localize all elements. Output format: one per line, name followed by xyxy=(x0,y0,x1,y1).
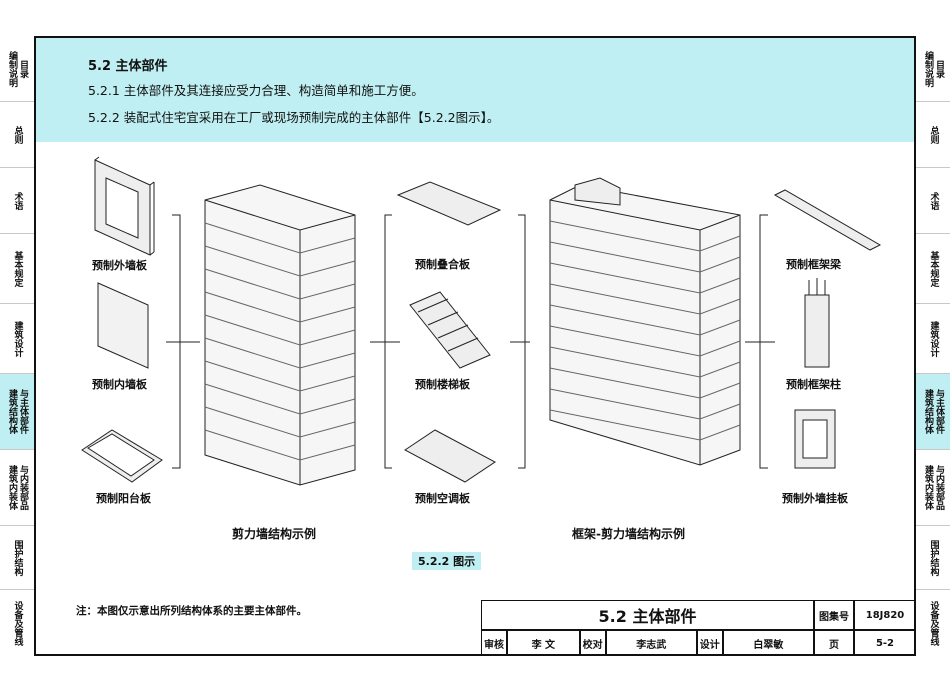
tab-label: 围护结构 xyxy=(928,539,939,576)
label-column: 预制框架柱 xyxy=(786,378,841,391)
side-tab-envelope[interactable]: 围护结构 xyxy=(916,526,950,590)
shear-wall-building xyxy=(204,184,356,486)
tab-label: 术语 xyxy=(12,191,23,210)
stair-drawing xyxy=(409,291,491,369)
tab-label: 总则 xyxy=(12,125,23,144)
tab-label: 总则 xyxy=(928,125,939,144)
tab-label: 建筑设计 xyxy=(12,320,23,357)
tab-label: 建筑设计 xyxy=(928,320,939,357)
label-hang-wall: 预制外墙挂板 xyxy=(782,492,848,505)
tb-review-label: 审核 xyxy=(481,630,507,656)
label-balcony: 预制阳台板 xyxy=(96,492,151,505)
side-tab-interior[interactable]: 建筑内装体与内装部品 xyxy=(0,450,34,526)
outer-wall-panel-drawing xyxy=(94,156,155,256)
note: 注：本图仅示意出所列结构体系的主要主体部件。 xyxy=(76,605,307,617)
label-beam: 预制框架梁 xyxy=(786,258,841,271)
side-tab-arch[interactable]: 建筑设计 xyxy=(0,304,34,374)
balcony-slab-drawing xyxy=(81,429,163,483)
label-inner-wall: 预制内墙板 xyxy=(92,378,147,391)
tab-label: 基本规定 xyxy=(928,250,939,287)
tb-check-name: 李志武 xyxy=(605,630,697,656)
side-tab-terms[interactable]: 术语 xyxy=(916,168,950,234)
tab-label: 编制说明 xyxy=(923,50,933,87)
figure-tag: 5.2.2 图示 xyxy=(412,552,482,570)
clause-5-2-2: 5.2.2 装配式住宅宜采用在工厂或现场预制完成的主体部件【5.2.2图示】。 xyxy=(88,110,500,125)
clause-5-2-1: 5.2.1 主体部件及其连接应受力合理、构造简单和施工方便。 xyxy=(88,83,424,98)
tab-label: 设备及管线 xyxy=(12,600,23,646)
side-tab-basic[interactable]: 基本规定 xyxy=(0,234,34,304)
tab-label: 建筑结构体 xyxy=(7,389,17,434)
tab-label: 建筑内装体 xyxy=(7,465,17,510)
label-stair: 预制楼梯板 xyxy=(415,378,470,391)
tab-label: 目录 xyxy=(934,59,944,78)
label-ac: 预制空调板 xyxy=(415,492,470,505)
hanging-wall-panel-drawing xyxy=(794,409,836,469)
side-tab-general[interactable]: 总则 xyxy=(0,102,34,168)
tab-label: 建筑内装体 xyxy=(923,465,933,510)
section-title: 5.2 主体部件 xyxy=(88,59,168,74)
side-tab-equipment[interactable]: 设备及管线 xyxy=(0,590,34,656)
tab-label: 编制说明 xyxy=(7,50,17,87)
tab-label: 基本规定 xyxy=(12,250,23,287)
ac-slab-drawing xyxy=(404,429,496,483)
side-tab-basic[interactable]: 基本规定 xyxy=(916,234,950,304)
composite-slab-drawing xyxy=(396,181,502,226)
tb-design-label: 设计 xyxy=(696,630,723,656)
tb-check-label: 校对 xyxy=(579,630,606,656)
side-tab-contents[interactable]: 编制说明目录 xyxy=(0,36,34,102)
label-outer-wall: 预制外墙板 xyxy=(92,259,147,272)
side-tab-structure[interactable]: 建筑结构体与主体部件 xyxy=(0,374,34,450)
tb-page-label: 页 xyxy=(814,630,854,656)
side-tab-structure[interactable]: 建筑结构体与主体部件 xyxy=(916,374,950,450)
tab-label: 围护结构 xyxy=(12,539,23,576)
title-block: 5.2 主体部件 图集号 18J820 审核 李 文 校对 李志武 设计 白翠敏… xyxy=(481,600,916,656)
side-tab-contents[interactable]: 编制说明目录 xyxy=(916,36,950,102)
side-tab-arch[interactable]: 建筑设计 xyxy=(916,304,950,374)
side-tab-envelope[interactable]: 围护结构 xyxy=(0,526,34,590)
inner-wall-panel-drawing xyxy=(97,282,149,369)
frame-beam-drawing xyxy=(773,189,882,251)
page-frame xyxy=(34,36,916,656)
label-slab: 预制叠合板 xyxy=(415,258,470,271)
tab-label: 目录 xyxy=(18,59,28,78)
tab-label: 与内装部品 xyxy=(934,465,944,510)
section-banner xyxy=(36,38,914,142)
tab-label: 与主体部件 xyxy=(18,389,28,434)
tb-design-name: 白翠敏 xyxy=(722,630,814,656)
caption-frame: 框架-剪力墙结构示例 xyxy=(572,527,685,541)
side-tab-general[interactable]: 总则 xyxy=(916,102,950,168)
frame-column-drawing xyxy=(804,278,830,368)
tb-atlas-label: 图集号 xyxy=(814,600,854,630)
side-tab-equipment[interactable]: 设备及管线 xyxy=(916,590,950,656)
tb-review-name: 李 文 xyxy=(507,630,580,656)
caption-shear: 剪力墙结构示例 xyxy=(232,527,317,541)
tb-title: 5.2 主体部件 xyxy=(481,600,814,630)
side-tab-interior[interactable]: 建筑内装体与内装部品 xyxy=(916,450,950,526)
tab-label: 建筑结构体 xyxy=(923,389,933,434)
tab-label: 与内装部品 xyxy=(18,465,28,510)
tab-label: 术语 xyxy=(928,191,939,210)
tab-label: 设备及管线 xyxy=(928,600,939,646)
tab-label: 与主体部件 xyxy=(934,389,944,434)
tb-atlas-no: 18J820 xyxy=(854,600,916,630)
side-tab-terms[interactable]: 术语 xyxy=(0,168,34,234)
frame-shear-building xyxy=(549,177,741,466)
tb-page-no: 5-2 xyxy=(854,630,916,656)
